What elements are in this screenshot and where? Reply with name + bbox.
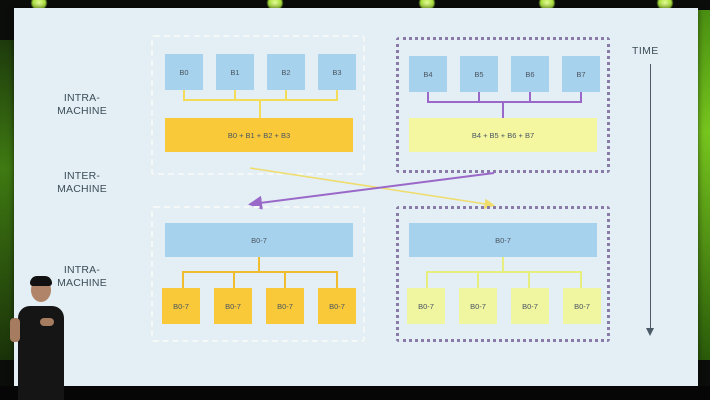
output-b-3: B0-7 — [563, 288, 601, 324]
machine-b-broadcast-group — [396, 206, 610, 342]
connector — [233, 272, 235, 288]
connector — [502, 102, 504, 118]
reduce-sum-a: B0 + B1 + B2 + B3 — [165, 118, 353, 152]
buffer-b0: B0 — [165, 54, 203, 90]
connector — [427, 101, 582, 103]
connector — [478, 92, 480, 102]
connector — [259, 100, 261, 118]
ceiling-light — [30, 0, 48, 10]
reduce-sum-b: B4 + B5 + B6 + B7 — [409, 118, 597, 152]
output-a-1: B0-7 — [214, 288, 252, 324]
buffer-b3: B3 — [318, 54, 356, 90]
presenter-hair — [30, 276, 52, 286]
output-a-0: B0-7 — [162, 288, 200, 324]
output-b-2: B0-7 — [511, 288, 549, 324]
presenter-hand — [40, 318, 54, 326]
ceiling-light — [538, 0, 556, 10]
machine-a-broadcast-group — [151, 206, 365, 342]
buffer-b1: B1 — [216, 54, 254, 90]
buffer-b4: B4 — [409, 56, 447, 92]
connector — [426, 271, 582, 273]
buffer-b5: B5 — [460, 56, 498, 92]
presenter-arm — [10, 318, 20, 342]
projection-screen: INTRA- MACHINE INTER- MACHINE INTRA- MAC… — [14, 8, 698, 386]
output-b-1: B0-7 — [459, 288, 497, 324]
time-label: TIME — [632, 45, 659, 57]
arrow-b-to-a — [248, 172, 495, 210]
gathered-b: B0-7 — [409, 223, 597, 257]
ceiling-light — [266, 0, 284, 10]
stage-floor — [0, 386, 710, 400]
connector — [258, 257, 260, 271]
connector — [284, 272, 286, 288]
connector — [182, 271, 338, 273]
inter-machine-label: INTER- MACHINE — [57, 170, 107, 195]
time-arrow-icon — [646, 328, 654, 336]
connector — [427, 92, 429, 102]
connector — [285, 90, 287, 100]
time-axis — [650, 64, 651, 332]
connector — [183, 90, 185, 100]
intra-machine-label-top: INTRA- MACHINE — [57, 92, 107, 117]
output-b-0: B0-7 — [407, 288, 445, 324]
connector — [580, 92, 582, 102]
gathered-a: B0-7 — [165, 223, 353, 257]
connector — [477, 272, 479, 288]
connector — [426, 272, 428, 288]
buffer-b2: B2 — [267, 54, 305, 90]
buffer-b7: B7 — [562, 56, 600, 92]
connector — [528, 272, 530, 288]
output-a-2: B0-7 — [266, 288, 304, 324]
buffer-b6: B6 — [511, 56, 549, 92]
connector — [234, 90, 236, 100]
arrow-a-to-b — [249, 167, 495, 210]
ceiling-light — [418, 0, 436, 10]
output-a-3: B0-7 — [318, 288, 356, 324]
inter-machine-arrows — [248, 167, 495, 210]
connector — [182, 272, 184, 288]
machine-b-reduce-group — [396, 37, 610, 173]
connector — [502, 257, 504, 271]
intra-machine-label-bottom: INTRA- MACHINE — [57, 264, 107, 289]
connector — [336, 272, 338, 288]
connector — [529, 92, 531, 102]
connector — [336, 90, 338, 100]
ceiling-light — [656, 0, 674, 10]
connector — [580, 272, 582, 288]
machine-a-reduce-group — [151, 35, 365, 175]
